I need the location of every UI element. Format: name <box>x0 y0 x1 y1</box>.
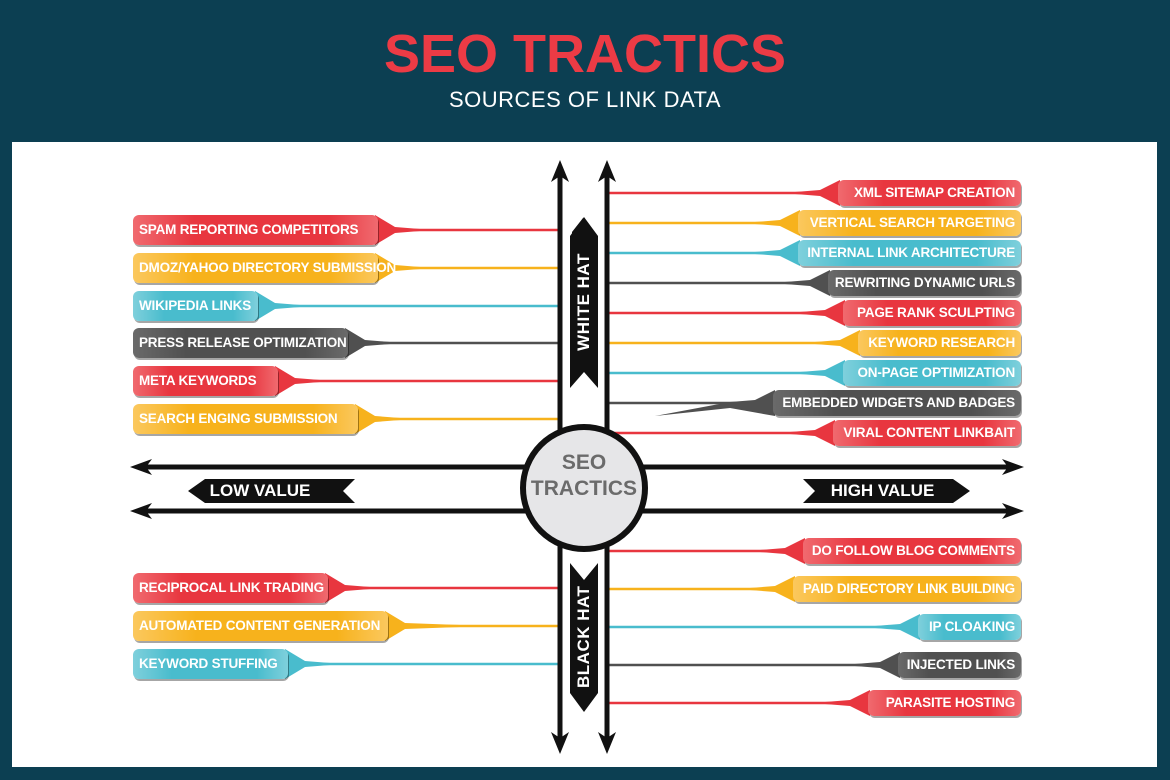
tab-label: EMBEDDED WIDGETS AND BADGES <box>782 395 1015 410</box>
tab-label: DMOZ/YAHOO DIRECTORY SUBMISSION <box>139 260 397 275</box>
tab-label: WIKIPEDIA LINKS <box>139 298 252 313</box>
white-hat-banner-shape <box>570 217 598 388</box>
tab-label: PAGE RANK SCULPTING <box>857 305 1015 320</box>
high-value-label: HIGH VALUE <box>830 481 935 500</box>
tab-label: META KEYWORDS <box>139 373 257 388</box>
arrow-up-left-icon <box>551 160 569 182</box>
tab-label: ON-PAGE OPTIMIZATION <box>857 365 1016 380</box>
tab-reciprocal-link-trading: RECIPROCAL LINK TRADING <box>133 573 328 603</box>
arrow-down-left-icon <box>551 732 569 754</box>
arrow-right-bottom-icon <box>1002 503 1024 519</box>
tab-label: RECIPROCAL LINK TRADING <box>139 580 324 595</box>
tab-label: XML SITEMAP CREATION <box>853 185 1015 200</box>
low-value-label: LOW VALUE <box>209 481 311 500</box>
tab-spam-reporting-competitors: SPAM REPORTING COMPETITORS <box>133 215 383 245</box>
arrow-left-bottom-icon <box>130 503 152 519</box>
tab-do-follow-blog-comments: DO FOLLOW BLOG COMMENTS <box>803 538 1021 564</box>
tab-press-release-optimization: PRESS RELEASE OPTIMIZATION <box>133 328 348 358</box>
center-label: SEO TRACTICS <box>521 450 647 502</box>
tab-embedded-widgets-and-badges: EMBEDDED WIDGETS AND BADGES <box>773 390 1021 416</box>
tab-parasite-hosting: PARASITE HOSTING <box>868 690 1021 716</box>
tab-label: SEARCH ENGING SUBMISSION <box>139 411 338 426</box>
white-hat-label: WHITE HAT <box>574 253 593 351</box>
tab-viral-content-linkbait: VIRAL CONTENT LINKBAIT <box>833 420 1021 446</box>
tab-rewriting-dynamic-urls: REWRITING DYNAMIC URLS <box>828 270 1021 296</box>
tab-automated-content-generation: AUTOMATED CONTENT GENERATION <box>133 611 388 641</box>
tab-on-page-optimization: ON-PAGE OPTIMIZATION <box>843 360 1021 386</box>
arrow-up-right-icon <box>598 160 616 182</box>
arrow-right-top-icon <box>1002 459 1024 475</box>
tab-label: DO FOLLOW BLOG COMMENTS <box>811 543 1015 558</box>
tab-xml-sitemap-creation: XML SITEMAP CREATION <box>838 180 1021 206</box>
tab-label: IP CLOAKING <box>928 619 1015 634</box>
center-label-line1: SEO <box>561 451 607 474</box>
center-circle <box>520 424 648 552</box>
tab-internal-link-architecture: INTERNAL LINK ARCHITECTURE <box>798 240 1021 266</box>
tab-label: VIRAL CONTENT LINKBAIT <box>843 425 1015 440</box>
tab-meta-keywords: META KEYWORDS <box>133 366 278 396</box>
header: SEO TRACTICS SOURCES OF LINK DATA <box>0 0 1170 142</box>
page-title: SEO TRACTICS <box>383 24 787 84</box>
arrow-down-right-icon <box>598 732 616 754</box>
black-hat-banner-shape <box>570 563 598 712</box>
tab-page-rank-sculpting: PAGE RANK SCULPTING <box>843 300 1021 326</box>
center-label-line2: TRACTICS <box>530 477 638 500</box>
tab-dmoz-yahoo-directory-submission: DMOZ/YAHOO DIRECTORY SUBMISSION <box>133 253 396 283</box>
tab-label: INTERNAL LINK ARCHITECTURE <box>807 245 1015 260</box>
tab-label: PRESS RELEASE OPTIMIZATION <box>139 335 347 350</box>
tab-injected-links: INJECTED LINKS <box>898 652 1021 678</box>
tab-wikipedia-links: WIKIPEDIA LINKS <box>133 291 258 321</box>
low-value-banner-shape <box>188 479 355 503</box>
tab-label: AUTOMATED CONTENT GENERATION <box>139 618 381 633</box>
tab-label: PAID DIRECTORY LINK BUILDING <box>802 581 1015 596</box>
tab-vertical-search-targeting: VERTICAL SEARCH TARGETING <box>798 210 1021 236</box>
arrow-left-top-icon <box>130 459 152 475</box>
tab-search-enging-submission: SEARCH ENGING SUBMISSION <box>133 404 358 434</box>
tab-label: SPAM REPORTING COMPETITORS <box>139 222 359 237</box>
tab-keyword-research: KEYWORD RESEARCH <box>858 330 1021 356</box>
high-value-banner-shape <box>803 479 970 503</box>
tab-label: KEYWORD RESEARCH <box>868 335 1015 350</box>
tab-tapers <box>255 180 920 716</box>
tab-keyword-stuffing: KEYWORD STUFFING <box>133 649 288 679</box>
tab-label: PARASITE HOSTING <box>885 695 1016 710</box>
tab-paid-directory-link-building: PAID DIRECTORY LINK BUILDING <box>793 576 1021 602</box>
tab-label: KEYWORD STUFFING <box>139 656 278 671</box>
page-subtitle: SOURCES OF LINK DATA <box>448 87 721 112</box>
tab-label: REWRITING DYNAMIC URLS <box>834 275 1015 290</box>
tab-label: INJECTED LINKS <box>906 657 1015 672</box>
black-hat-label: BLACK HAT <box>574 585 593 688</box>
tab-ip-cloaking: IP CLOAKING <box>918 614 1021 640</box>
tab-label: VERTICAL SEARCH TARGETING <box>809 215 1015 230</box>
